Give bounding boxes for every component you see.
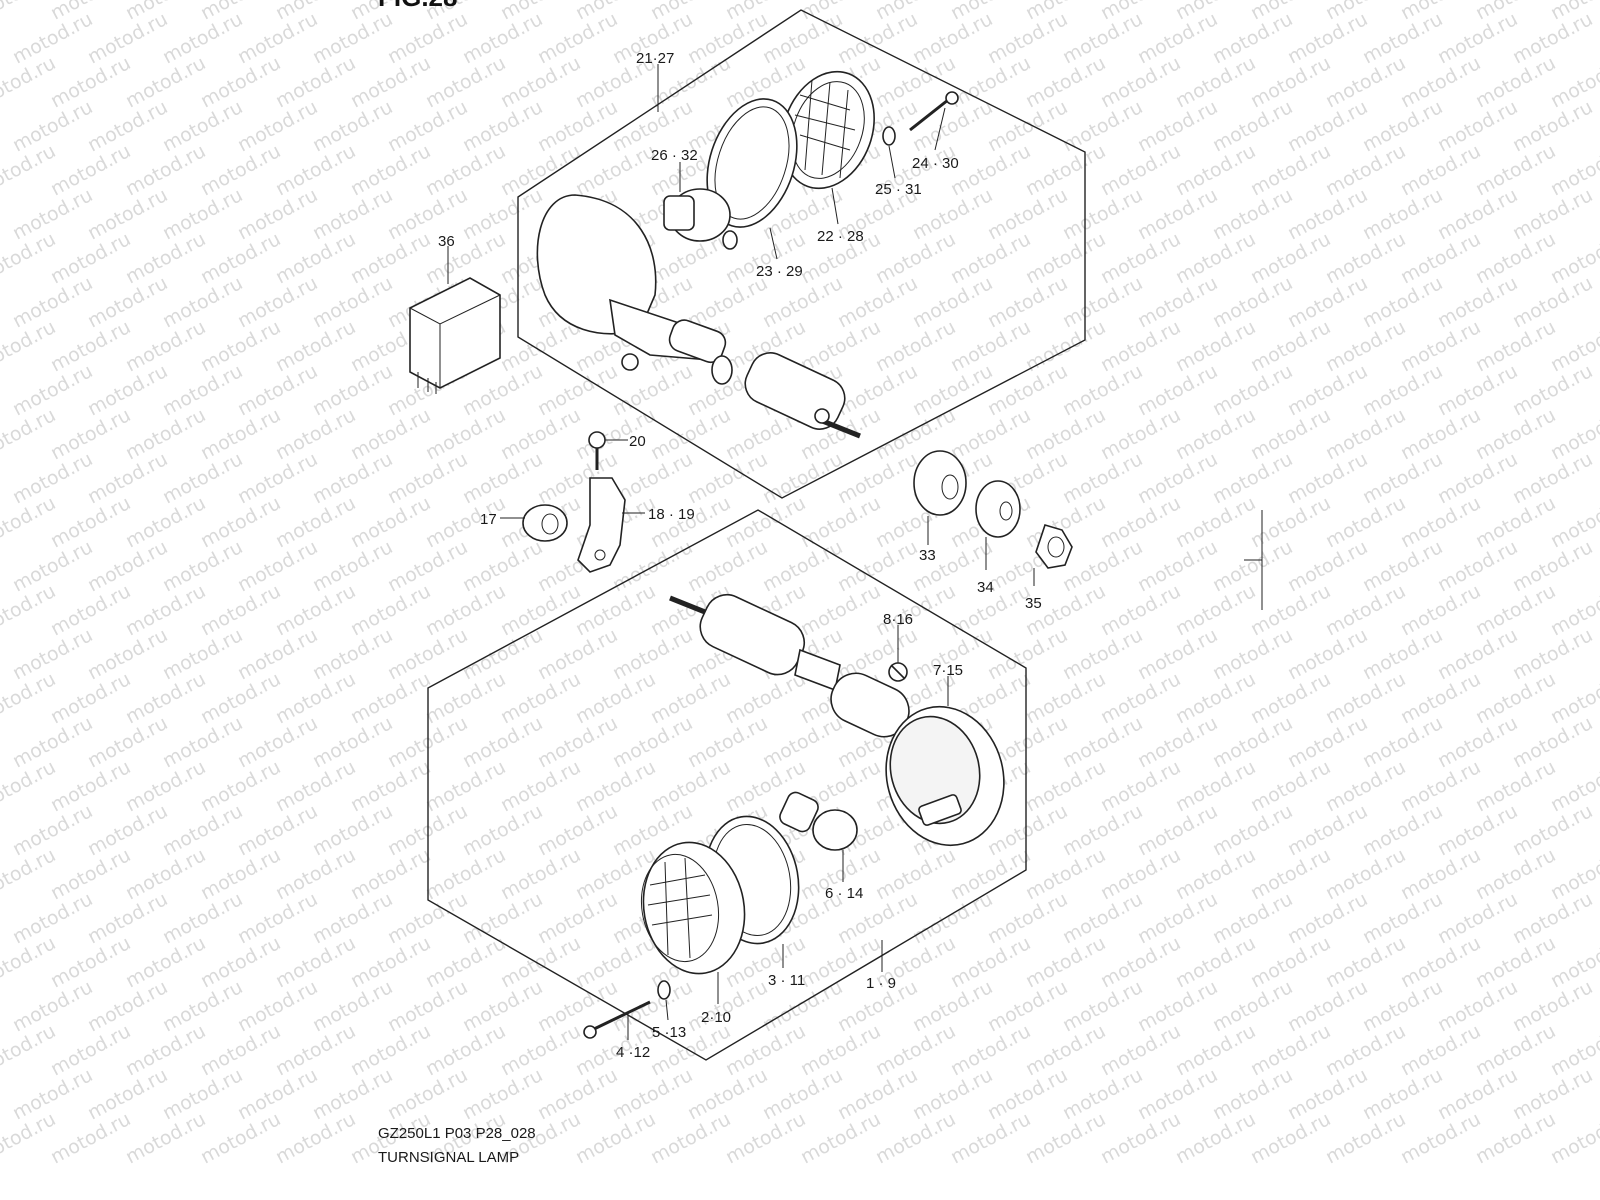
- label-25-31: 25 · 31: [875, 181, 922, 198]
- label-5-13: 5 ·13: [652, 1024, 686, 1041]
- label-1-9: 1 · 9: [866, 975, 896, 992]
- lower-bulb-part: [779, 791, 858, 851]
- label-24-30: 24 · 30: [912, 155, 959, 172]
- label-36: 36: [438, 233, 455, 250]
- figure-title: FIG.28: [378, 0, 457, 12]
- lower-washer-part: [657, 980, 671, 1000]
- label-6-14: 6 · 14: [825, 885, 863, 902]
- upper-housing-part: [781, 70, 875, 190]
- label-26-32: 26 · 32: [651, 147, 698, 164]
- label-17: 17: [480, 511, 497, 528]
- lower-long-screw-part: [583, 1000, 651, 1039]
- bracket-part: [577, 477, 626, 573]
- upper-assembly-outline: [517, 9, 1086, 499]
- washer-part: [975, 480, 1021, 538]
- label-23-29: 23 · 29: [756, 263, 803, 280]
- upper-bulb-part: [663, 188, 738, 250]
- label-22-28: 22 · 28: [817, 228, 864, 245]
- label-2-10: 2·10: [701, 1009, 731, 1026]
- label-18-19: 18 · 19: [648, 506, 695, 523]
- lower-housing-part: [830, 672, 1005, 847]
- upper-stem-part: [711, 352, 861, 439]
- label-3-11: 3 · 11: [768, 972, 805, 989]
- lower-assembly-outline: [427, 509, 1027, 1061]
- nut-part: [522, 504, 568, 542]
- upper-rim-ring-part: [706, 98, 798, 228]
- lower-lens-part: [640, 841, 746, 975]
- diagram-caption: TURNSIGNAL LAMP: [378, 1149, 519, 1166]
- label-33: 33: [919, 547, 936, 564]
- label-20: 20: [629, 433, 646, 450]
- hex-nut-part: [1035, 524, 1073, 569]
- label-4-12: 4 ·12: [616, 1044, 650, 1061]
- upper-washer-part: [882, 126, 896, 146]
- right-edge-marks: [1244, 510, 1263, 610]
- grommet-part: [913, 450, 967, 516]
- label-8-16: 8·16: [883, 611, 913, 628]
- label-21-27: 21·27: [636, 50, 674, 67]
- watermark-text: motod.ru: [1547, 1108, 1600, 1168]
- relay-part: [409, 277, 501, 394]
- model-code: GZ250L1 P03 P28_028: [378, 1125, 536, 1142]
- upper-reflector-body-part: [536, 194, 727, 371]
- leader-lines: [447, 64, 1035, 1040]
- label-34: 34: [977, 579, 994, 596]
- lower-screw-part: [888, 662, 908, 682]
- label-35: 35: [1025, 595, 1042, 612]
- label-7-15: 7·15: [933, 662, 963, 679]
- upper-screw-part: [909, 91, 959, 132]
